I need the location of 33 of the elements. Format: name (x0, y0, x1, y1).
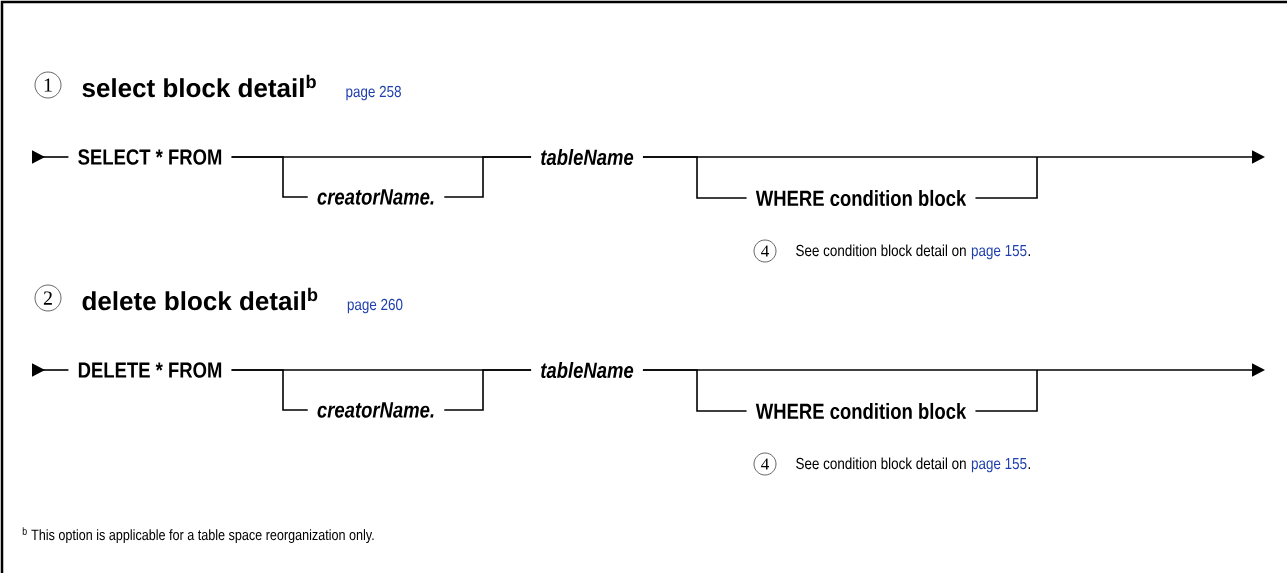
connector-line (974, 369, 1038, 412)
parameter-text: creatorName. (317, 402, 434, 418)
parameter-text: creatorName. (317, 189, 434, 205)
circled-number: 4 (753, 239, 777, 263)
connector-line (974, 156, 1038, 199)
connector-line (230, 156, 309, 198)
connector-line (230, 369, 309, 411)
arrow (32, 363, 70, 377)
page-link: page 258 (346, 85, 401, 101)
keyword-text: WHERE condition block (755, 402, 967, 420)
connector-line (642, 369, 748, 412)
parameter-text: tableName (541, 361, 634, 379)
keyword-text: WHERE condition block (755, 189, 967, 207)
parameter-text: tableName (541, 148, 634, 166)
page-link: page 155 (971, 458, 1027, 473)
circled-number: 1 (34, 71, 62, 99)
connector-line (642, 156, 748, 199)
connector-line (443, 369, 532, 411)
page-link: page 260 (347, 298, 403, 314)
note-text: . (1028, 254, 1030, 256)
section-heading: delete block detail$^{b}$ (82, 287, 318, 311)
footnote: $^{b}$ This option is applicable for a table space reorganization only. (22, 527, 374, 544)
circled-number: 4 (753, 452, 777, 476)
section-heading: select block detail$^{b}$ (82, 74, 316, 98)
note-text: See condition block detail on (796, 244, 966, 257)
note-text: . (1028, 467, 1030, 469)
keyword-text: DELETE * FROM (78, 362, 222, 378)
keyword-text: SELECT * FROM (78, 149, 222, 165)
note-text: See condition block detail on (796, 457, 966, 470)
connector-line (443, 156, 532, 198)
arrow (32, 150, 70, 164)
circled-number: 2 (34, 284, 62, 312)
page-link: page 155 (971, 245, 1027, 260)
